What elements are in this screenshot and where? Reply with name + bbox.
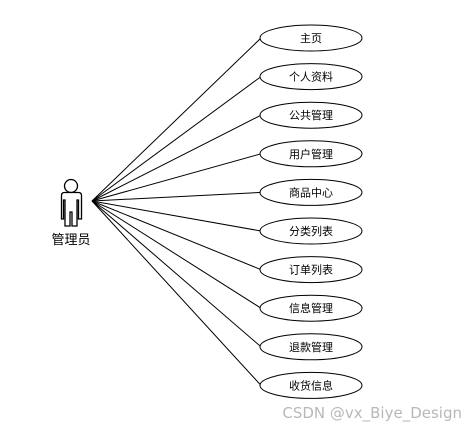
- use-case-ellipse: [259, 63, 363, 91]
- use-case: 订单列表: [259, 256, 363, 284]
- use-case: 分类列表: [259, 217, 363, 245]
- use-case-ellipse: [259, 24, 363, 52]
- use-case: 主页: [259, 24, 363, 52]
- use-case-ellipse: [259, 256, 363, 284]
- use-case-label: 用户管理: [289, 147, 333, 161]
- association-line: [91, 76, 262, 202]
- use-case-ellipse: [259, 101, 363, 129]
- use-case-ellipse: [259, 371, 363, 399]
- use-case-label: 订单列表: [289, 263, 333, 277]
- use-case: 退款管理: [259, 333, 363, 361]
- association-line: [91, 200, 262, 386]
- use-case-ellipse: [259, 217, 363, 245]
- use-case-label: 主页: [300, 32, 322, 45]
- use-case-ellipse: [259, 178, 363, 206]
- association-line: [91, 153, 262, 202]
- association-line: [91, 200, 262, 232]
- use-case: 公共管理: [259, 101, 363, 129]
- use-case-label: 商品中心: [289, 185, 333, 199]
- use-case: 信息管理: [259, 294, 363, 322]
- actor-admin: 管理员: [51, 178, 91, 248]
- use-case-label: 收货信息: [289, 378, 333, 392]
- association-line: [91, 200, 262, 348]
- use-case-ellipse: [259, 333, 363, 361]
- use-case-label: 个人资料: [289, 70, 333, 84]
- use-case-label: 信息管理: [289, 301, 333, 315]
- use-case-label: 退款管理: [289, 340, 333, 354]
- association-line: [91, 200, 262, 271]
- association-line: [91, 37, 262, 202]
- use-case-ellipse: [259, 294, 363, 322]
- use-case: 商品中心: [259, 178, 363, 206]
- use-case-ellipse: [259, 140, 363, 168]
- use-case: 用户管理: [259, 140, 363, 168]
- association-line: [91, 200, 262, 309]
- use-case-label: 分类列表: [289, 224, 333, 238]
- association-line: [91, 114, 262, 202]
- association-line: [91, 191, 262, 202]
- use-case-label: 公共管理: [289, 108, 333, 122]
- association-lines: [91, 37, 262, 386]
- watermark: CSDN @vx_Biye_Design: [282, 404, 462, 423]
- actor-figure-icon: [60, 178, 83, 227]
- use-case: 收货信息: [259, 371, 363, 399]
- use-case: 个人资料: [259, 63, 363, 91]
- actor-label: 管理员: [51, 233, 90, 248]
